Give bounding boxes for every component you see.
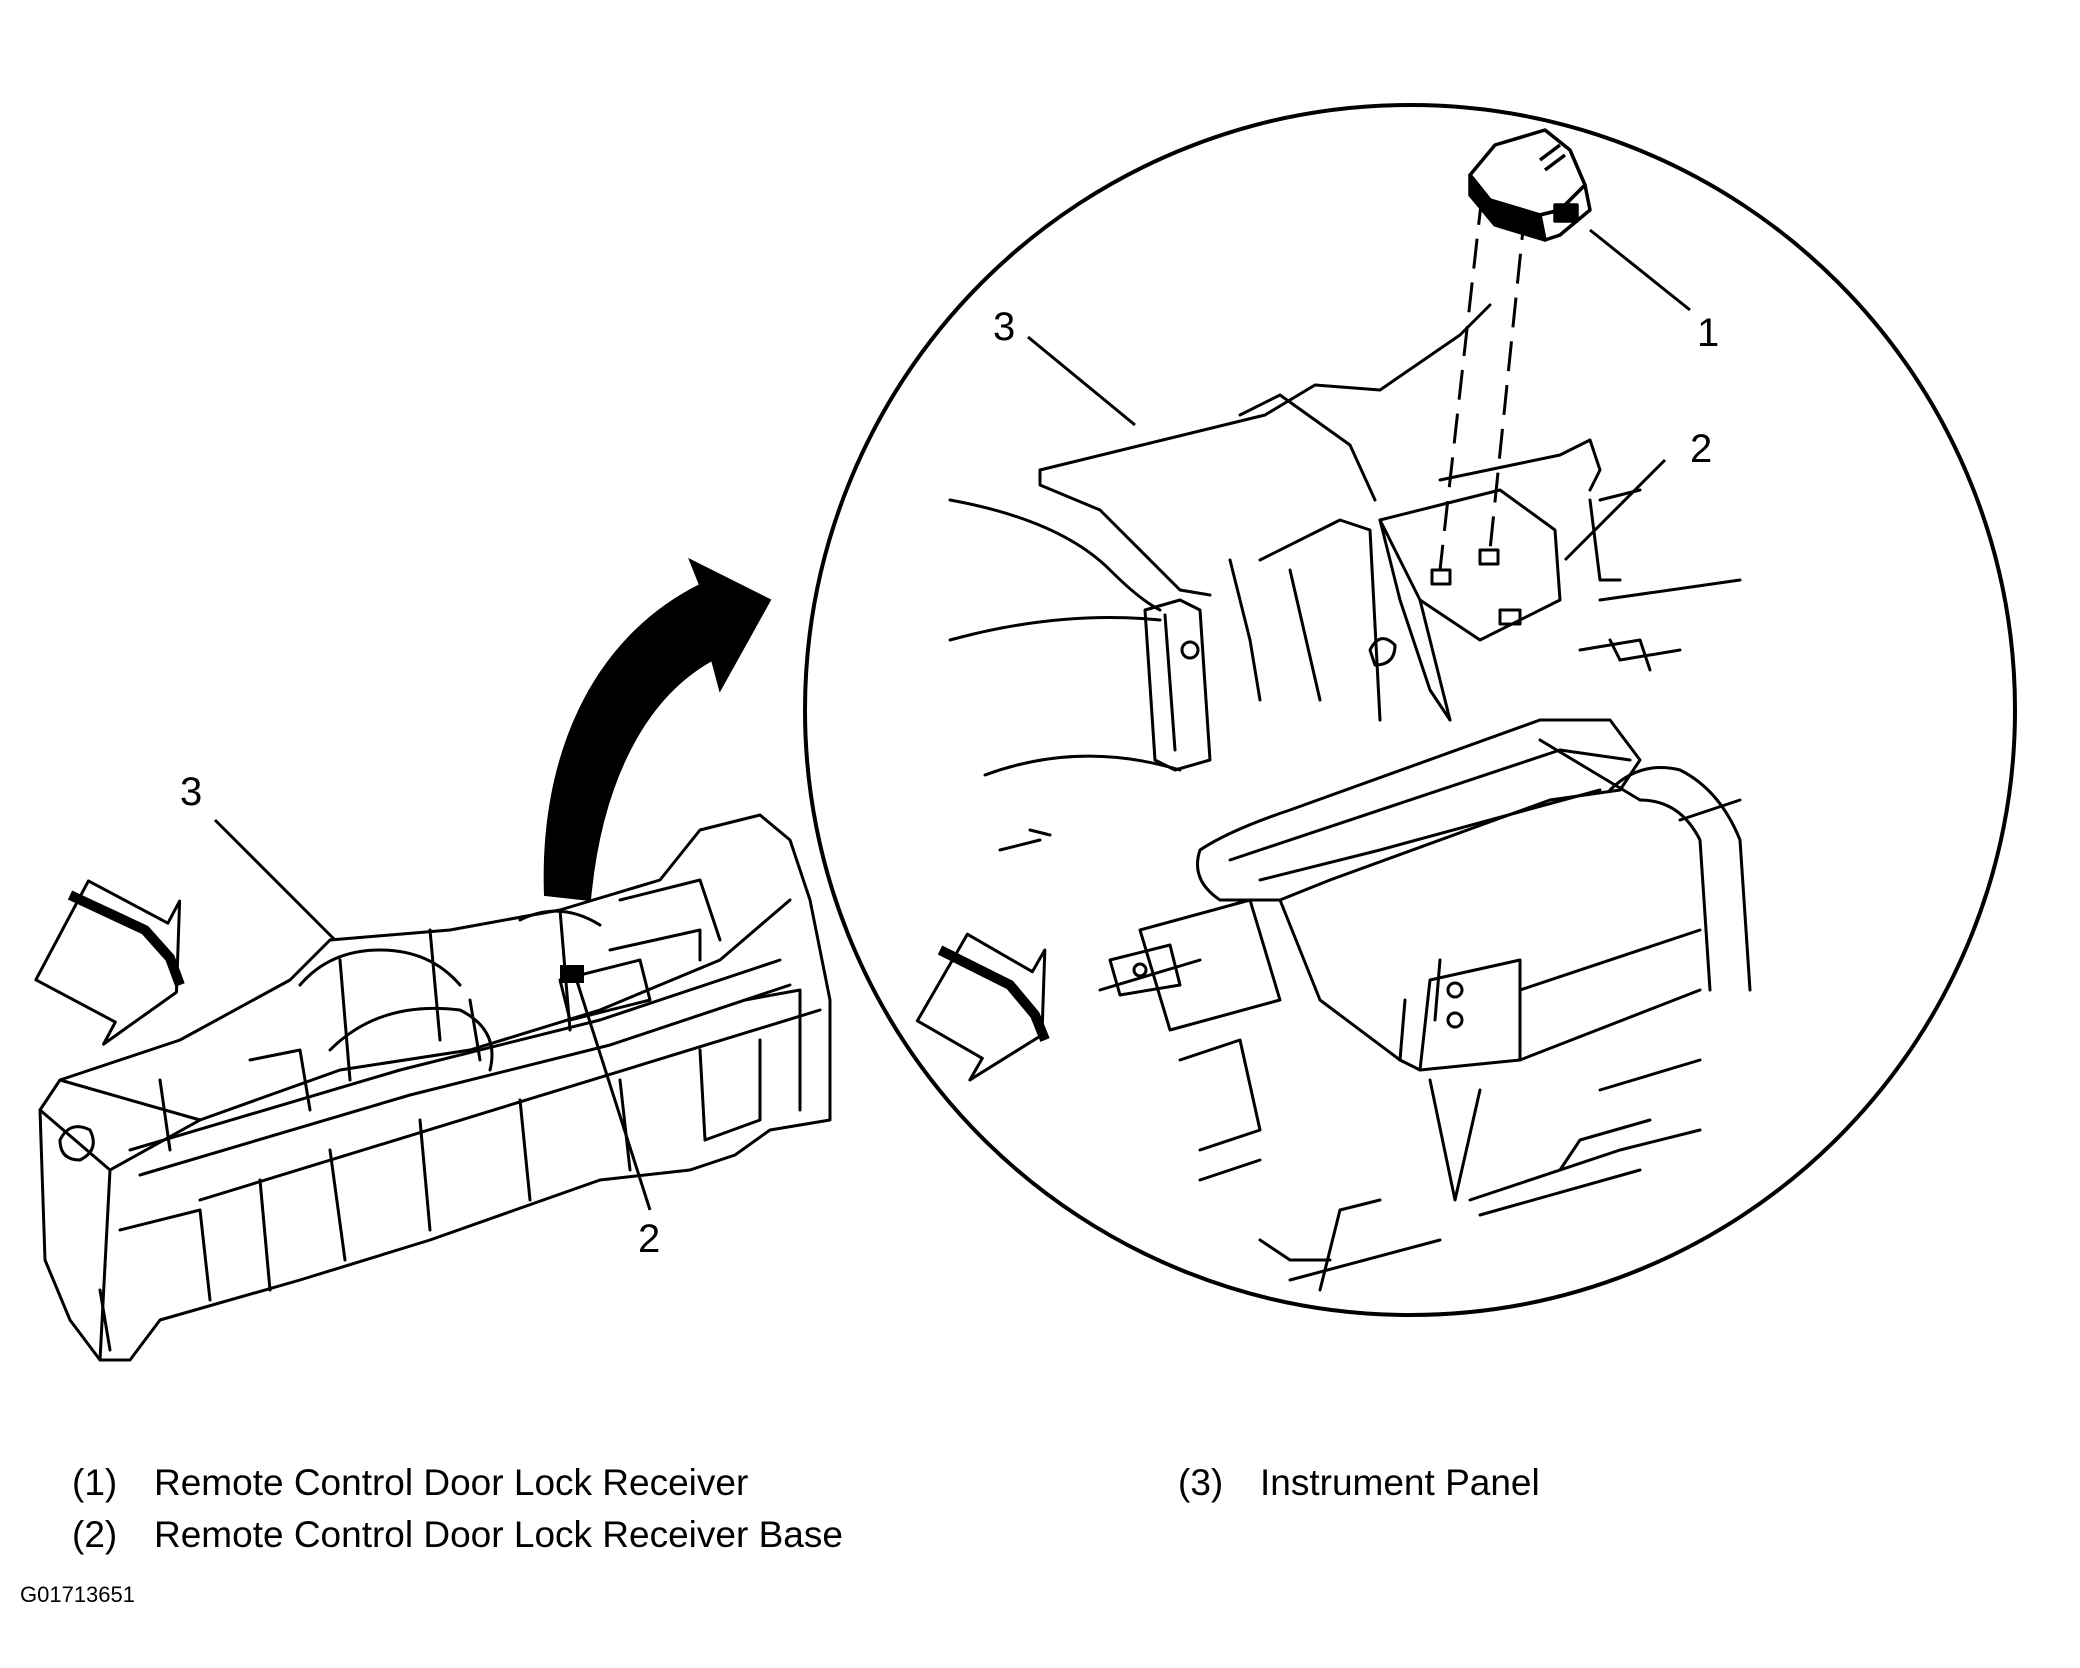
- figure-id: G01713651: [20, 1582, 135, 1607]
- callout-2-overview: 2: [638, 1217, 660, 1261]
- inset-detail-drawing: [948, 303, 1752, 1292]
- legend-item-1: (1) Remote Control Door Lock Receiver: [72, 1464, 748, 1501]
- callout-2-inset: 2: [1690, 427, 1712, 471]
- remote-door-lock-receiver: [1468, 128, 1592, 242]
- legend-item-3: (3) Instrument Panel: [1178, 1464, 1540, 1501]
- legend-label: Remote Control Door Lock Receiver: [154, 1462, 749, 1503]
- legend-label: Instrument Panel: [1260, 1462, 1540, 1503]
- callout-1: 1: [1697, 311, 1719, 355]
- zoom-curved-arrow: [543, 557, 772, 902]
- legend-number: (3): [1178, 1462, 1224, 1503]
- front-direction-arrow-inset: [915, 932, 1050, 1082]
- legend-number: (2): [72, 1514, 118, 1555]
- front-direction-arrow-overview: [34, 879, 185, 1046]
- legend-number: (1): [72, 1462, 118, 1503]
- callout-leaders: [213, 228, 1691, 1211]
- callout-3-overview: 3: [180, 770, 202, 814]
- callout-3-inset: 3: [993, 305, 1015, 349]
- detail-inset-circle: [803, 103, 2017, 1317]
- legend-item-2: (2) Remote Control Door Lock Receiver Bas…: [72, 1516, 843, 1553]
- legend-label: Remote Control Door Lock Receiver Base: [154, 1514, 843, 1555]
- instrument-panel-overview: [38, 813, 832, 1362]
- receiver-install-dash-lines: [1438, 194, 1527, 571]
- receiver-marker: [560, 965, 584, 983]
